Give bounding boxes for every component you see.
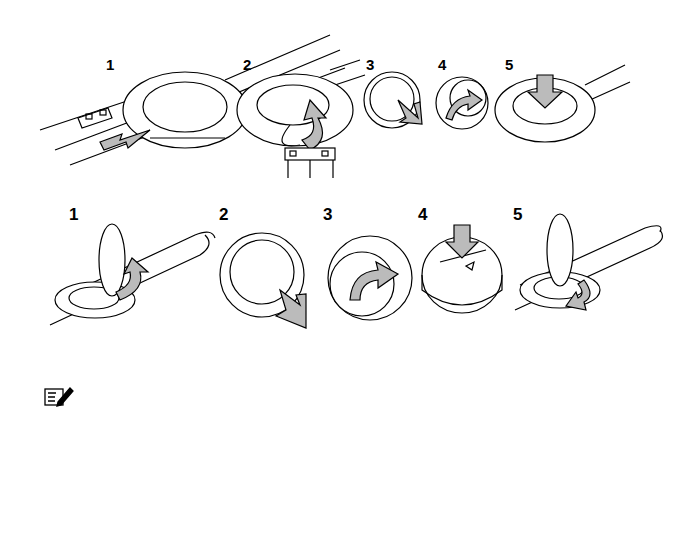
step-5-bottom [515,214,662,310]
step-number: 1 [106,57,114,72]
step-5-top [495,65,630,142]
step-number: 2 [219,206,228,223]
step-3-bottom [328,236,412,320]
step-1-bottom [50,224,215,325]
step-number: 5 [505,57,513,72]
step-2-top [237,60,365,178]
step-number: 2 [243,57,251,72]
step-number: 1 [69,206,78,223]
step-number: 3 [366,57,374,72]
step-number: 3 [323,206,332,223]
step-2-bottom [220,233,306,328]
note-icon [45,388,73,406]
step-4-top [436,77,488,129]
step-1-top [40,35,345,165]
step-number: 4 [418,206,427,223]
step-number: 4 [438,57,446,72]
step-3-top [364,72,422,128]
step-4-bottom [422,225,502,313]
step-number: 5 [513,206,522,223]
